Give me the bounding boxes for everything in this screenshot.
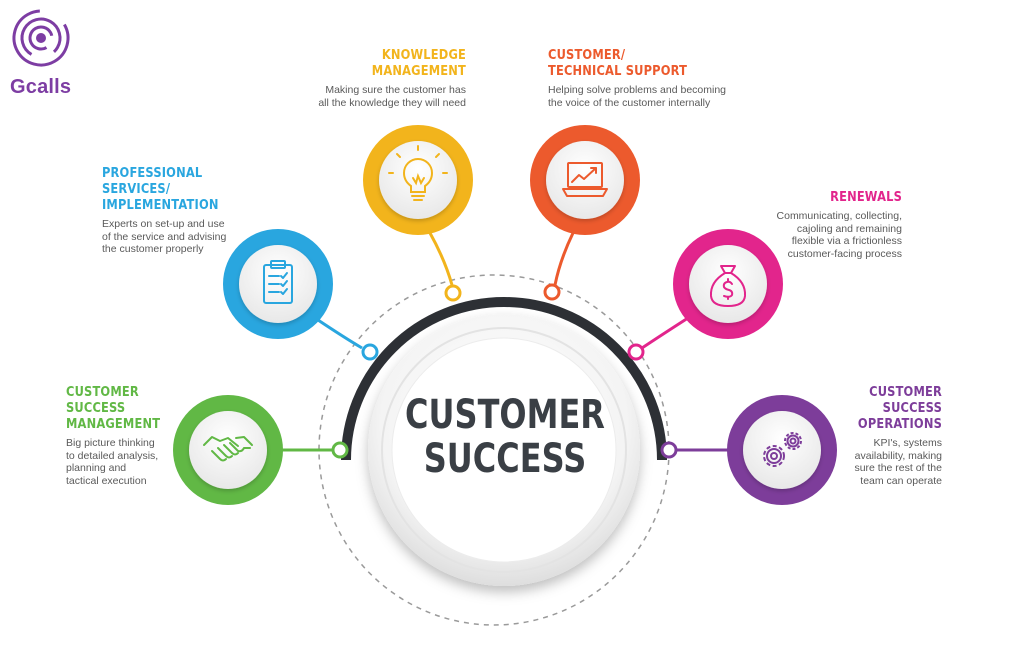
clipboard-checklist-icon [263, 260, 293, 304]
gcalls-logo [12, 9, 70, 67]
brand-name: Gcalls [10, 76, 72, 98]
node-operations [727, 395, 837, 505]
segment-desc-line: tactical execution [66, 474, 147, 487]
segment-desc-line: all the knowledge they will need [318, 96, 466, 109]
connector-operations [660, 441, 735, 459]
segment-title-line: MANAGEMENT [66, 417, 161, 432]
segment-desc-line: availability, making [854, 449, 942, 462]
segment-knowledge: KNOWLEDGE MANAGEMENT Making sure the cus… [296, 48, 466, 109]
connector-support [543, 232, 575, 301]
segment-title-line: OPERATIONS [857, 417, 942, 432]
segment-desc-line: Helping solve problems and becoming [548, 84, 727, 96]
segment-desc-line: to detailed analysis, [66, 449, 159, 462]
node-renewals [673, 229, 783, 339]
segment-desc-line: customer-facing process [787, 247, 902, 260]
laptop-chart-icon [562, 162, 608, 197]
segment-title-line: SUCCESS [66, 401, 126, 416]
segment-desc-line: the customer properly [102, 243, 204, 255]
segment-desc-line: of the service and advising [102, 230, 227, 243]
segment-desc-line: Making sure the customer has [325, 84, 466, 96]
connector-knowledge [428, 232, 462, 302]
segment-support: CUSTOMER/ TECHNICAL SUPPORT Helping solv… [548, 48, 748, 109]
center-title-line-2: SUCCESS [423, 436, 587, 482]
center-circle [368, 314, 640, 586]
segment-title-line: SUCCESS [882, 401, 942, 416]
segment-renewals: RENEWALS Communicating, collecting, cajo… [742, 190, 902, 260]
connector-professional [317, 318, 379, 361]
segment-title-line: IMPLEMENTATION [102, 198, 219, 213]
dark-arc [341, 297, 667, 461]
money-bag-icon [709, 265, 747, 307]
segment-desc-line: flexible via a frictionless [791, 235, 902, 247]
node-csm [173, 395, 283, 505]
center-title: CUSTOMER SUCCESS [405, 393, 605, 481]
segment-title-line: CUSTOMER [869, 385, 942, 400]
segment-title-line: CUSTOMER [66, 385, 139, 400]
segment-professional: PROFESSIONAL SERVICES/ IMPLEMENTATION Ex… [102, 166, 272, 256]
segment-desc-line: Big picture thinking [66, 437, 155, 449]
segment-title-line: TECHNICAL SUPPORT [548, 64, 688, 79]
segment-csm: CUSTOMER SUCCESS MANAGEMENT Big picture … [66, 385, 186, 487]
lightbulb-icon [388, 145, 448, 201]
gears-icon [763, 432, 802, 467]
segment-title-line: PROFESSIONAL [102, 166, 203, 181]
segment-desc-line: Communicating, collecting, [776, 210, 902, 222]
segment-desc-line: the voice of the customer internally [548, 96, 711, 109]
segment-desc-line: planning and [66, 462, 127, 474]
segment-title-line: RENEWALS [830, 190, 902, 205]
segment-desc-line: team can operate [860, 474, 942, 487]
segment-title-line: CUSTOMER/ [548, 48, 626, 63]
segment-operations: CUSTOMER SUCCESS OPERATIONS KPI's, syste… [822, 385, 942, 487]
center-title-line-1: CUSTOMER [405, 392, 605, 438]
segment-title-line: SERVICES/ [102, 182, 171, 197]
segment-desc-line: cajoling and remaining [796, 222, 902, 235]
segment-title-line: MANAGEMENT [371, 64, 466, 79]
handshake-icon [203, 436, 253, 462]
node-knowledge [363, 125, 473, 235]
segment-title-line: KNOWLEDGE [381, 48, 466, 63]
connector-renewals [627, 316, 689, 361]
node-support [530, 125, 640, 235]
node-professional [223, 229, 333, 339]
segment-desc-line: KPI's, systems [873, 437, 942, 449]
segment-desc-line: Experts on set-up and use [102, 218, 225, 230]
segment-desc-line: sure the rest of the [854, 462, 942, 474]
